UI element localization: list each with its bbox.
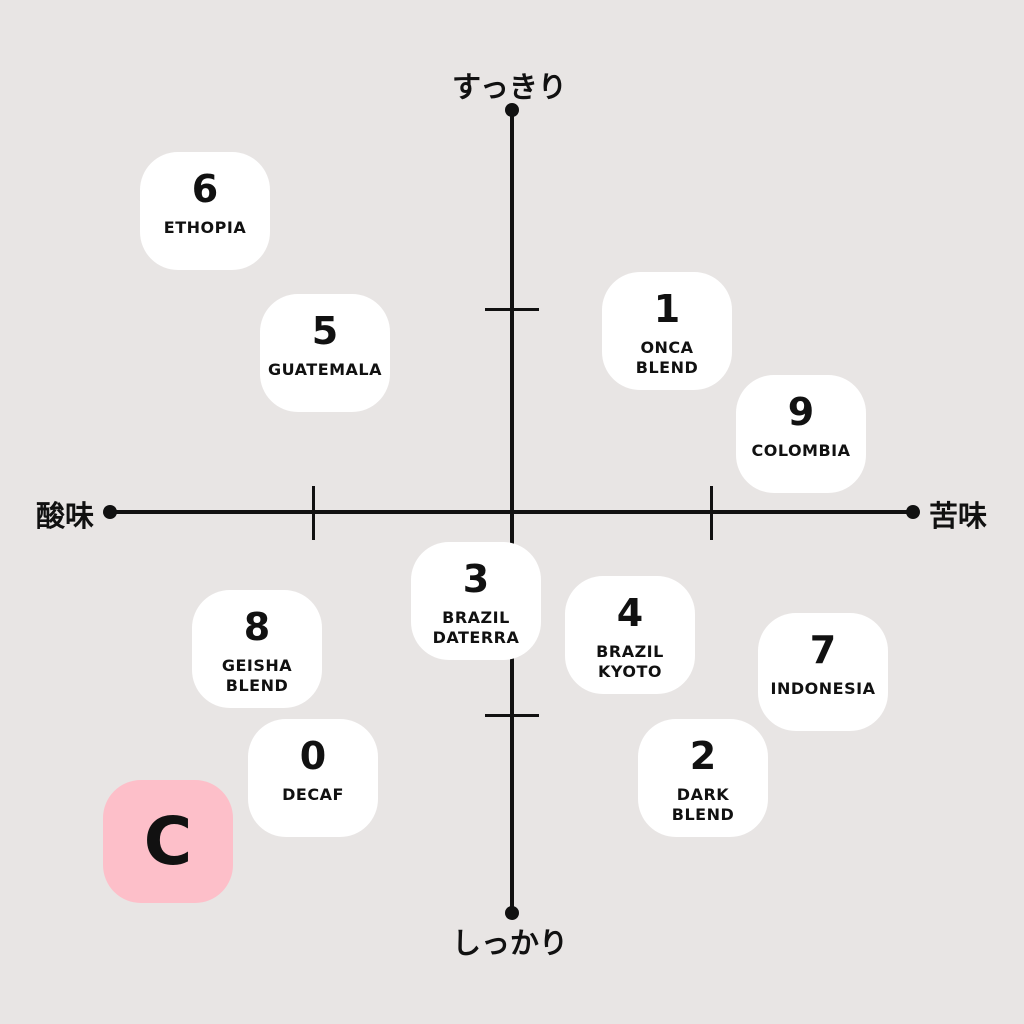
vertical-axis — [510, 110, 514, 913]
card-label: BRAZIL DATERRA — [432, 608, 520, 647]
card-label: DARK BLEND — [671, 785, 735, 824]
axis-label-bottom: しっかり — [452, 926, 569, 960]
axis-endpoint-left — [103, 505, 117, 519]
card-label: COLOMBIA — [751, 441, 851, 460]
tick-bottom — [485, 714, 539, 717]
axis-endpoint-top — [505, 103, 519, 117]
axis-endpoint-bottom — [505, 906, 519, 920]
card-label: BRAZIL KYOTO — [596, 642, 664, 681]
card-number: 8 — [243, 605, 271, 649]
card-number: 1 — [653, 287, 681, 331]
axis-label-left: 酸味 — [36, 499, 95, 533]
card-number: 2 — [689, 734, 717, 778]
card-number: 5 — [311, 309, 339, 353]
card-number: 7 — [809, 628, 837, 672]
card-number: 6 — [191, 167, 219, 211]
highlight-letter: C — [143, 802, 193, 880]
axis-label-top: すっきり — [452, 70, 567, 104]
tick-top — [485, 308, 539, 311]
card-label: ETHOPIA — [163, 218, 247, 237]
card-number: 4 — [616, 591, 644, 635]
highlight-card-c: C — [103, 780, 233, 903]
card-label: INDONESIA — [770, 679, 876, 698]
tick-left — [312, 486, 315, 540]
card-label: ONCA BLEND — [635, 338, 699, 377]
axis-endpoint-right — [906, 505, 920, 519]
card-label: GEISHA BLEND — [221, 656, 293, 695]
card-number: 9 — [787, 390, 815, 434]
card-number: 3 — [462, 557, 490, 601]
card-label: GUATEMALA — [268, 360, 382, 379]
axis-label-right: 苦味 — [929, 499, 988, 533]
tick-right — [710, 486, 713, 540]
card-label: DECAF — [282, 785, 344, 804]
card-number: 0 — [299, 734, 327, 778]
